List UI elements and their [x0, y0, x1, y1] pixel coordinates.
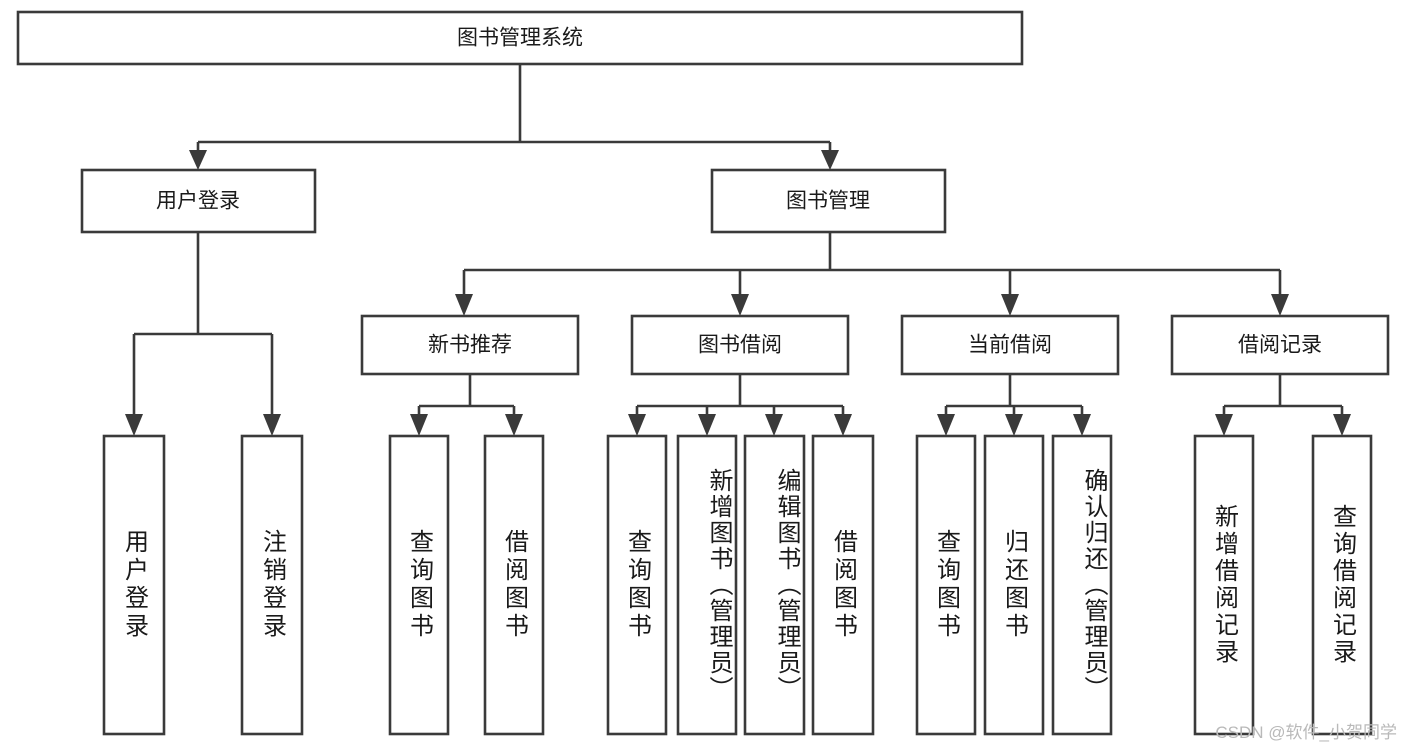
node-book-borrowing-label: 图书借阅	[698, 334, 782, 357]
leaf-box-query-book-1[interactable]	[388, 434, 450, 736]
leaf-label-query-book-2: 查询图书	[623, 529, 651, 641]
leaf-label-user-login: 用户登录	[120, 529, 148, 641]
leaf-label-query-book-1: 查询图书	[405, 529, 433, 641]
node-borrowing-record[interactable]: 借阅记录	[1170, 314, 1390, 376]
leaf-label-return-book: 归还图书	[1000, 529, 1028, 641]
leaf-label-query-record: 查询借阅记录	[1328, 504, 1356, 666]
arrow-head-leaf-borrow-book-1	[505, 414, 523, 436]
leaf-label-edit-book: 编辑图书（管理员）	[773, 468, 800, 702]
arrow-head-leaf-query-book-2	[628, 414, 646, 436]
arrow-head-current-borrow	[1001, 294, 1019, 316]
node-new-book-recommendation-label: 新书推荐	[428, 334, 512, 357]
arrow-head-leaf-query-book-3	[937, 414, 955, 436]
leaf-box-logout[interactable]	[240, 434, 304, 736]
leaf-label-query-book-3: 查询图书	[932, 529, 960, 641]
leaf-box-user-login[interactable]	[102, 434, 166, 736]
node-current-borrowing-label: 当前借阅	[968, 334, 1052, 357]
leaf-box-edit-book[interactable]	[743, 434, 806, 736]
arrow-head-leaf-user-login	[125, 414, 143, 436]
arrow-head-book-manage	[821, 150, 839, 170]
leaf-box-query-book-2[interactable]	[606, 434, 668, 736]
leaf-box-query-book-3[interactable]	[915, 434, 977, 736]
arrow-head-new-book-rec	[455, 294, 473, 316]
leaf-box-layer	[102, 434, 1373, 736]
arrow-head-leaf-query-book-1	[410, 414, 428, 436]
leaf-label-borrow-book-1: 借阅图书	[500, 529, 528, 641]
node-user-login[interactable]: 用户登录	[80, 168, 317, 234]
node-book-management-label: 图书管理	[786, 190, 870, 213]
leaf-box-query-record[interactable]	[1311, 434, 1373, 736]
node-current-borrowing[interactable]: 当前借阅	[900, 314, 1120, 376]
leaf-label-confirm-return: 确认归还（管理员）	[1080, 468, 1107, 702]
node-borrowing-record-label: 借阅记录	[1238, 334, 1322, 357]
arrow-head-leaf-add-book	[698, 414, 716, 436]
node-new-book-recommendation[interactable]: 新书推荐	[360, 314, 580, 376]
leaf-box-add-record[interactable]	[1193, 434, 1255, 736]
arrow-head-leaf-return-book	[1005, 414, 1023, 436]
leaf-label-logout: 注销登录	[258, 529, 286, 641]
node-root-label: 图书管理系统	[457, 27, 583, 50]
leaf-box-add-book[interactable]	[676, 434, 738, 736]
arrow-head-leaf-logout	[263, 414, 281, 436]
leaf-box-borrow-book-2[interactable]	[811, 434, 875, 736]
node-book-management[interactable]: 图书管理	[710, 168, 947, 234]
arrow-head-book-borrow	[731, 294, 749, 316]
csdn-watermark: CSDN @软件_小贺同学	[1215, 723, 1397, 742]
arrow-head-user-login	[189, 150, 207, 170]
leaf-label-add-book: 新增图书（管理员）	[705, 468, 732, 702]
arrow-head-leaf-borrow-book-2	[834, 414, 852, 436]
arrow-head-leaf-query-record	[1333, 414, 1351, 436]
leaf-box-confirm-return[interactable]	[1051, 434, 1113, 736]
node-user-login-label: 用户登录	[156, 190, 240, 213]
arrow-head-leaf-add-record	[1215, 414, 1233, 436]
leaf-label-borrow-book-2: 借阅图书	[829, 529, 857, 641]
arrow-head-leaf-confirm-return	[1073, 414, 1091, 436]
leaf-label-add-record: 新增借阅记录	[1210, 504, 1238, 666]
arrow-head-leaf-edit-book	[765, 414, 783, 436]
node-book-borrowing[interactable]: 图书借阅	[630, 314, 850, 376]
connector-layer	[125, 64, 1351, 436]
leaf-box-return-book[interactable]	[983, 434, 1045, 736]
node-root-book-management-system[interactable]: 图书管理系统	[16, 10, 1024, 66]
arrow-head-borrow-record	[1271, 294, 1289, 316]
leaf-box-borrow-book-1[interactable]	[483, 434, 545, 736]
